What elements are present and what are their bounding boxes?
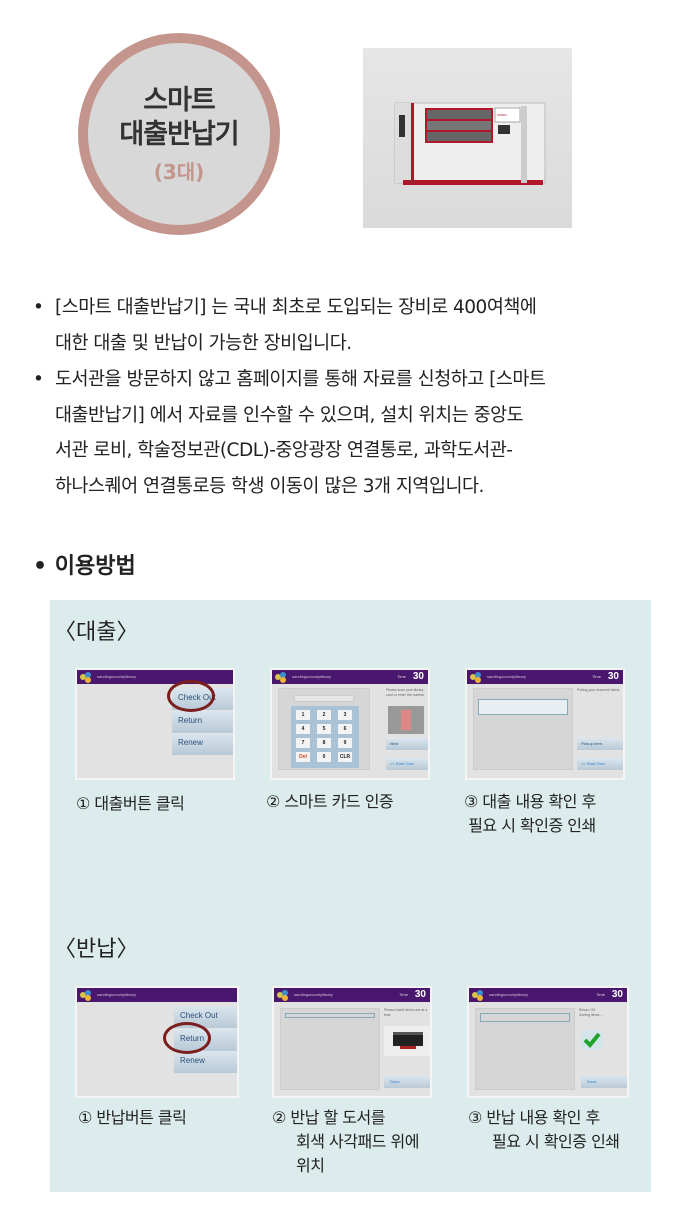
scan-message: Please scan your library card or enter t…: [386, 688, 425, 697]
checkout-step2-caption: ② 스마트 카드 인증: [266, 790, 394, 814]
keypad-key: 8: [317, 738, 331, 748]
caption-line: ① 대출버튼 클릭: [76, 794, 185, 813]
time-value: 30: [414, 989, 426, 1000]
bullet-line: 도서관을 방문하지 않고 홈페이지를 통해 자료를 신청하고 [스마트: [55, 369, 546, 390]
logo-text: sandiegocountylibrary: [489, 992, 528, 997]
logo-text: sandiegocountylibrary: [294, 992, 333, 997]
bullet-line: 하나스퀘어 연결통로등 학생 이동이 많은 3개 지역입니다.: [55, 475, 484, 497]
logo-text: sandiegocountylibrary: [97, 992, 136, 997]
insert-message: Please insert items one at a time: [384, 1008, 428, 1017]
items-table-area: [280, 1008, 380, 1090]
time-value: 30: [611, 989, 623, 1000]
checkmark-icon: [581, 1030, 603, 1050]
keypad-key: 4: [296, 724, 310, 734]
done-button: Done: [384, 1076, 430, 1088]
keypad-key: 9: [338, 738, 352, 748]
return-button: Return: [172, 711, 233, 733]
logo-text: sandiegocountylibrary: [292, 674, 331, 679]
renew-button: Renew: [172, 733, 233, 755]
start-over-button: << Start Over: [577, 758, 623, 770]
logo-text: sandiegocountylibrary: [97, 674, 136, 679]
caption-line: ③ 반납 내용 확인 후: [468, 1108, 600, 1127]
caption-line: ① 반납버튼 클릭: [78, 1108, 187, 1127]
caption-line: 필요 시 확인증 인쇄: [468, 816, 596, 835]
keypad-key: 7: [296, 738, 310, 748]
items-table-area: [473, 688, 573, 770]
caption-line: ② 반납 할 도서를: [272, 1108, 385, 1127]
keypad-key: CLR: [338, 752, 352, 762]
checkout-step1-screenshot: sandiegocountylibrary Check Out Return R…: [75, 668, 235, 780]
return-title: 〈반납〉: [54, 937, 139, 962]
library-logo-icon: [79, 671, 93, 683]
items-table-area: [475, 1008, 575, 1090]
caption-line: 필요 시 확인증 인쇄: [492, 1132, 620, 1151]
badge-line1: 스마트: [143, 84, 216, 116]
bullet-line: 대한 대출 및 반납이 가능한 장비입니다.: [55, 332, 352, 354]
time-value: 30: [607, 671, 619, 682]
keypad-key: 2: [317, 710, 331, 720]
keypad-key: 5: [317, 724, 331, 734]
caption-line: ② 스마트 카드 인증: [266, 792, 394, 811]
badge-count: (3대): [153, 159, 205, 184]
keypad-key: 6: [338, 724, 352, 734]
keypad-key: 1: [296, 710, 310, 720]
card-reader-icon: [388, 706, 424, 734]
return-step2-screenshot: sandiegocountylibrary Time 30 Please inser…: [272, 986, 432, 1098]
time-label: Time: [596, 992, 605, 997]
highlight-circle: [167, 680, 215, 712]
next-button: Next: [386, 738, 428, 750]
time-label: Time: [592, 674, 601, 679]
caption-line: 회색 사각패드 위에: [296, 1132, 419, 1151]
done-button: Done: [581, 1076, 627, 1088]
checkout-step3-screenshot: sandiegocountylibrary Time 30 Pulling your…: [465, 668, 625, 780]
howto-title: 이용방법: [54, 554, 136, 579]
kiosk-brand: KOREA: [497, 113, 508, 117]
checkout-step1-caption: ① 대출버튼 클릭: [76, 792, 185, 816]
start-over-button: << Start Over: [386, 758, 428, 770]
logo-text: sandiegocountylibrary: [487, 674, 526, 679]
sorting: Sorting items ...: [579, 1013, 604, 1017]
keypad-key: Del: [296, 752, 310, 762]
pull-message: Pulling your reserved items.: [577, 688, 621, 692]
keypad-key: 0: [317, 752, 331, 762]
time-label: Time: [397, 674, 406, 679]
return-step1-screenshot: sandiegocountylibrary Check Out Return R…: [75, 986, 239, 1098]
return-step1-caption: ① 반납버튼 클릭: [78, 1106, 187, 1130]
return-ok: Return OK: [579, 1008, 596, 1012]
time-label: Time: [399, 992, 408, 997]
time-value: 30: [412, 671, 424, 682]
howto-heading: • 이용방법: [33, 554, 136, 579]
keypad-key: 3: [338, 710, 352, 720]
bullet-line: 서관 로비, 학술정보관(CDL)-중앙광장 연결통로, 과학도서관-: [55, 440, 513, 461]
pad-icon: [384, 1026, 430, 1056]
bullet-line: [스마트 대출반납기] 는 국내 최초로 도입되는 장비로 400여책에: [55, 297, 537, 318]
howto-panel: 〈대출〉 sandiegocountylibrary Check Out Ret…: [50, 600, 651, 1192]
caption-line: 위치: [296, 1156, 325, 1175]
bullet-line: 대출반납기] 에서 자료를 인수할 수 있으며, 설치 위치는 중앙도: [55, 404, 524, 426]
kiosk-photo: KOREA: [363, 48, 572, 228]
badge-line2: 대출반납기: [119, 118, 239, 150]
caption-line: ③ 대출 내용 확인 후: [464, 792, 596, 811]
smart-kiosk-badge: 스마트 대출반납기 (3대): [78, 33, 280, 235]
highlight-circle: [163, 1022, 211, 1054]
pickup-button: Pickup Item: [577, 738, 623, 750]
renew-button: Renew: [174, 1051, 237, 1073]
checkout-title: 〈대출〉: [54, 620, 139, 645]
